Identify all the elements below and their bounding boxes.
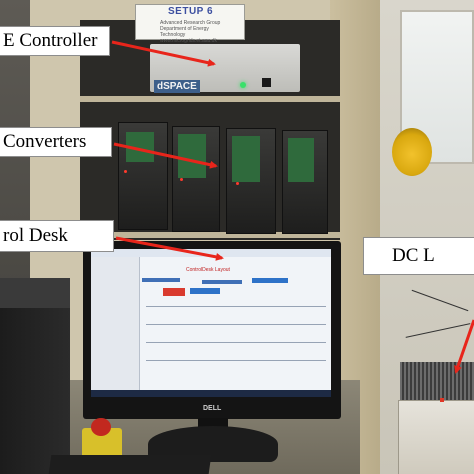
converter-board xyxy=(178,134,206,178)
screen-grid-line xyxy=(146,360,326,361)
setup-sign-subtitle: Advanced Research Group Department of En… xyxy=(160,20,221,44)
screen-panel-header xyxy=(202,280,242,284)
screen-sidebar xyxy=(91,257,140,397)
emergency-stop-icon xyxy=(91,418,111,436)
screen-layout-title: ControlDesk Layout xyxy=(186,267,230,273)
screen-grid-line xyxy=(146,324,326,325)
screen-grid-line xyxy=(146,342,326,343)
ear-protection-icon xyxy=(392,128,432,176)
label-controller: E Controller xyxy=(0,26,110,56)
arrow-controller xyxy=(111,40,216,67)
converter-board xyxy=(232,136,260,182)
screen-menu-bar xyxy=(91,249,331,257)
arrow-converters xyxy=(113,142,218,169)
setup-sign xyxy=(135,4,245,40)
dc-load-indicator-icon xyxy=(440,398,444,402)
screen-taskbar xyxy=(91,390,331,397)
converter-board xyxy=(288,138,314,182)
screen-blue-button xyxy=(190,288,220,294)
status-led-icon xyxy=(180,178,183,181)
dspace-logo: dSPACE xyxy=(154,80,200,93)
arrow-dc-load xyxy=(454,319,474,374)
status-led-icon xyxy=(236,182,239,185)
pc-tower xyxy=(0,278,70,474)
status-led-icon xyxy=(124,170,127,173)
label-converters: Converters xyxy=(0,127,112,157)
screen-blue-button xyxy=(252,278,288,283)
setup-sign-title: SETUP 6 xyxy=(168,6,213,17)
screen-grid-line xyxy=(146,306,326,307)
cabinet-shelf xyxy=(80,232,340,238)
power-button-icon xyxy=(262,78,271,87)
power-led-icon xyxy=(240,82,246,88)
screen-red-button xyxy=(163,288,185,296)
label-control-desk: rol Desk xyxy=(0,220,114,252)
label-dc-load: DC L xyxy=(363,237,474,275)
cabinet-shelf xyxy=(80,96,340,102)
arrow-control-desk xyxy=(115,236,224,261)
dc-load-unit xyxy=(398,400,474,474)
monitor-brand-logo: DELL xyxy=(203,405,222,412)
screen-panel-header xyxy=(142,278,180,282)
pc-tower-top xyxy=(0,278,70,308)
